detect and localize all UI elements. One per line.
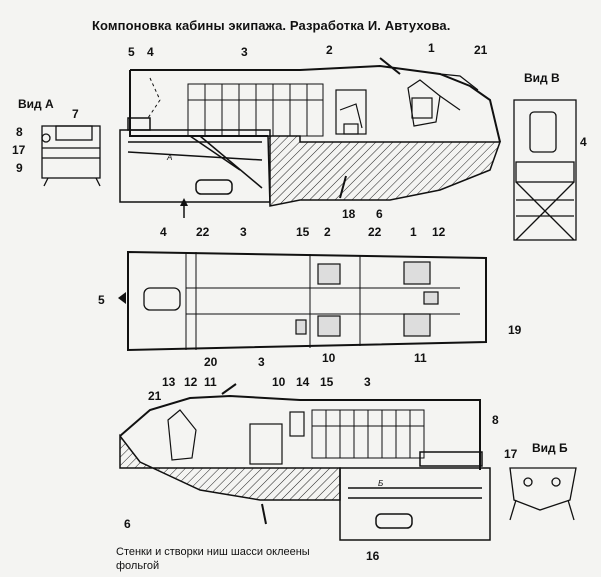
callout-side-bottom: 11 xyxy=(204,375,217,389)
callout-plan: 20 xyxy=(204,355,218,369)
view-b-group: Вид Б xyxy=(509,441,577,521)
plan-seats xyxy=(295,261,439,337)
side-view-bottom: Б xyxy=(119,383,491,541)
callout-side-top: 3 xyxy=(241,45,248,59)
callout-side-bottom: 17 xyxy=(504,447,518,461)
callout-plan: 4 xyxy=(160,225,167,239)
foil-caption: Стенки и створки ниш шасси оклеены фольг… xyxy=(116,545,386,573)
pilot-seat-top xyxy=(407,79,461,127)
callout-plan: 10 xyxy=(322,351,336,365)
callout-side-top: 21 xyxy=(474,43,488,57)
callout-side-top: 18 xyxy=(342,207,356,221)
view-b-panel xyxy=(509,467,577,521)
view-v-group: Вид В xyxy=(513,71,577,241)
seats-bottom xyxy=(167,409,305,465)
antenna-top xyxy=(379,57,401,75)
view-b-label: Вид Б xyxy=(532,441,568,455)
callouts: 5 4 3 2 1 21 18 6 7 8 17 9 4 4 22 3 15 2… xyxy=(12,41,587,563)
ventral-antenna-bottom xyxy=(261,503,267,525)
callout-plan: 19 xyxy=(508,323,522,337)
caption-line-1: Стенки и створки ниш шасси оклеены xyxy=(116,546,310,558)
callout-side-top: 6 xyxy=(376,207,383,221)
equipment-racks-bottom xyxy=(311,409,425,459)
callout-plan: 5 xyxy=(98,293,105,307)
ventral-antenna-top xyxy=(339,175,347,199)
antenna-bottom xyxy=(221,383,237,395)
callout-plan: 2 xyxy=(324,225,331,239)
view-a-group: Вид А xyxy=(18,97,101,187)
callout-plan: 22 xyxy=(368,225,382,239)
view-v-panel xyxy=(513,99,577,241)
entry-hatch-top xyxy=(119,117,271,203)
lower-fuselage-hatch-top xyxy=(267,135,502,207)
caption-line-2: фольгой xyxy=(116,560,160,572)
callout-side-bottom: 10 xyxy=(272,375,286,389)
dashed-door-top xyxy=(147,77,161,119)
arrow-a-label: А xyxy=(166,153,172,162)
callout-side-top: 1 xyxy=(428,41,435,55)
canopy-top xyxy=(439,73,479,91)
fuselage-outline-bottom xyxy=(119,394,481,470)
view-a-panel xyxy=(41,125,101,187)
callout-side-bottom: 21 xyxy=(148,389,162,403)
callout-view-v: 4 xyxy=(580,135,587,149)
lower-fuselage-hatch-bottom xyxy=(119,433,341,501)
callout-plan: 3 xyxy=(240,225,247,239)
callout-side-bottom: 6 xyxy=(124,517,131,531)
callout-plan: 11 xyxy=(414,351,427,365)
callout-view-a: 17 xyxy=(12,143,26,157)
callout-view-a: 7 xyxy=(72,107,79,121)
callout-plan: 15 xyxy=(296,225,310,239)
callout-plan: 12 xyxy=(432,225,446,239)
entry-hatch-bottom xyxy=(339,451,491,541)
callout-side-bottom: 16 xyxy=(366,549,380,563)
callout-side-bottom: 8 xyxy=(492,413,499,427)
callout-side-bottom: 13 xyxy=(162,375,176,389)
callout-side-bottom: 14 xyxy=(296,375,310,389)
callout-plan: 22 xyxy=(196,225,210,239)
callout-side-top: 5 xyxy=(128,45,135,59)
callout-side-bottom: 3 xyxy=(364,375,371,389)
view-v-label: Вид В xyxy=(524,71,560,85)
equipment-racks-top xyxy=(187,83,324,137)
callout-side-top: 4 xyxy=(147,45,154,59)
callout-side-bottom: 15 xyxy=(320,375,334,389)
callout-view-a: 8 xyxy=(16,125,23,139)
side-view-top: А xyxy=(119,57,502,218)
callout-side-bottom: 12 xyxy=(184,375,198,389)
plan-view xyxy=(118,250,487,352)
callout-view-a: 9 xyxy=(16,161,23,175)
diagram-title: Компоновка кабины экипажа. Разработка И.… xyxy=(92,18,451,33)
navigator-seat-top xyxy=(335,89,367,135)
callout-plan: 3 xyxy=(258,355,265,369)
view-a-label: Вид А xyxy=(18,97,54,111)
plan-outline xyxy=(127,250,487,352)
plan-hatch xyxy=(143,287,181,311)
plan-probe xyxy=(118,292,126,304)
callout-plan: 1 xyxy=(410,225,417,239)
arrow-b-label: Б xyxy=(378,479,383,488)
arrow-a-head xyxy=(180,198,188,206)
callout-side-top: 2 xyxy=(326,43,333,57)
